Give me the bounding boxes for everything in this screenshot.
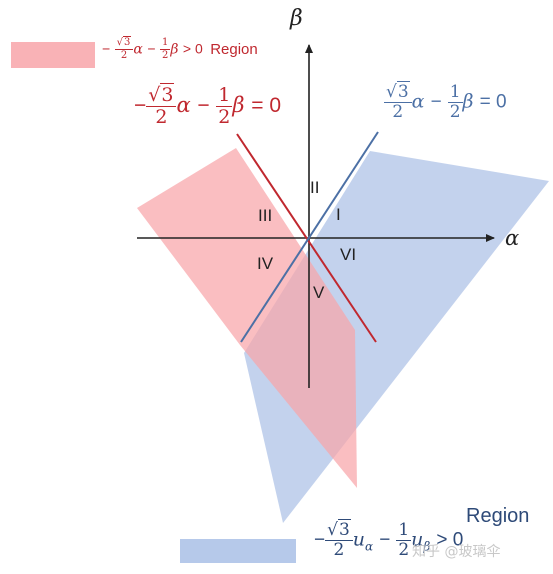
red-line-equation: − √3 2 α − 1 2 β = 0: [134, 83, 281, 128]
sector-label-IV: IV: [257, 254, 274, 273]
sector-label-III: III: [258, 206, 273, 225]
red-region: [137, 148, 357, 488]
legend-red-swatch: [11, 42, 95, 68]
watermark-text: 知乎 @玻璃伞: [412, 544, 501, 560]
sector-label-V: V: [313, 283, 325, 302]
blue-line-equation: √3 2 α − 1 2 β = 0: [384, 81, 507, 122]
sector-label-VI: VI: [340, 245, 357, 264]
sector-label-I: I: [336, 205, 341, 224]
legend-red-label: − √3 2 α − 1 2 β > 0 Region: [102, 36, 258, 61]
legend-blue-swatch: [180, 539, 296, 563]
alpha-axis-label: α: [505, 226, 520, 250]
blue-boundary-line: [240, 131, 379, 343]
sector-label-II: II: [310, 178, 320, 197]
red-boundary-line: [236, 133, 377, 343]
beta-axis-label: β: [290, 6, 303, 31]
legend-blue-region-word: Region: [466, 505, 530, 527]
legend-blue-label: − √3 2 uα − 1 2 uβ > 0: [314, 519, 464, 560]
